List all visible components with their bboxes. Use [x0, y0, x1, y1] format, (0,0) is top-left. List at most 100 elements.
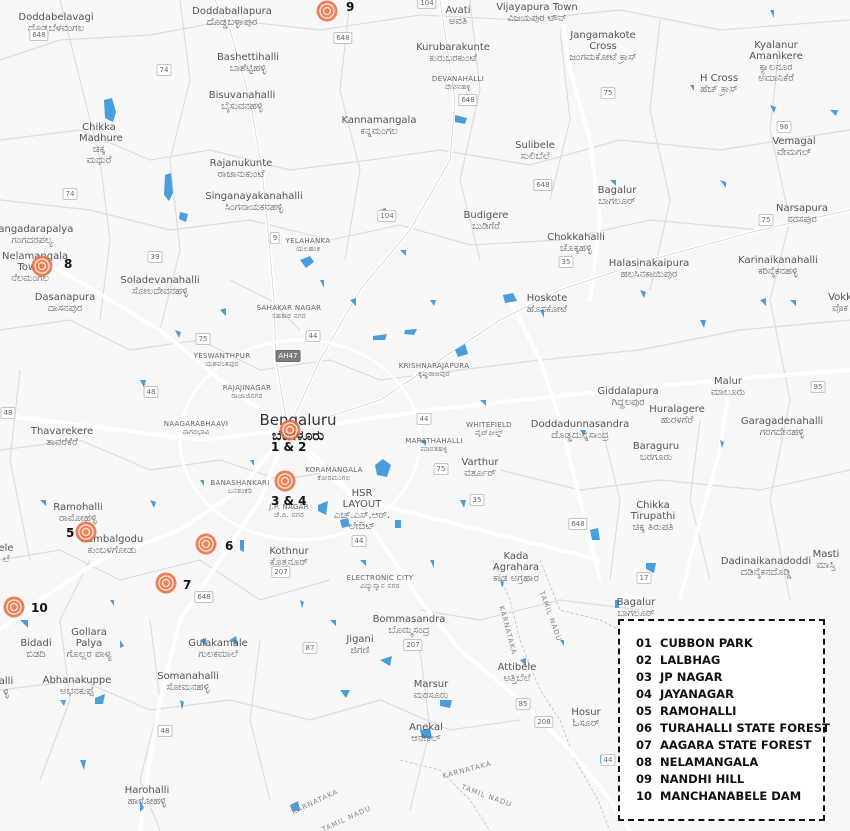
place-name: J.P. NAGAR — [269, 503, 309, 511]
road-shield: 96 — [776, 121, 792, 133]
place-name-kannada: ದೊಡ್ಡಬಳ್ಳಾಪುರ — [206, 17, 258, 28]
place-name: Budigere — [463, 210, 509, 221]
place-name-kannada: ವೇಮಗಲ್ — [776, 147, 812, 158]
target-marker-icon[interactable] — [75, 521, 97, 543]
place-name: BANASHANKARI — [210, 479, 270, 487]
place-name: Halasinakaipura — [608, 258, 690, 269]
place-name-kannada: ನೆಲಮಂಗಲ — [11, 273, 49, 284]
place-name-kannada: ಬರಗೂರು — [639, 452, 673, 463]
place-name-kannada: ಸಹಕಾರ ನಗರ — [272, 312, 306, 320]
place-name-kannada: ಬಿಡದಿ — [26, 649, 46, 660]
legend-item-number: 03 — [636, 670, 653, 684]
place-name-kannada: ಯಶವಂತಪುರ — [205, 360, 239, 368]
place-name-kannada: ವಿಜಯಪುರ ಟೌನ್ — [507, 13, 567, 24]
place-name-kannada: ಮಾರತಹಳ್ಳಿ — [420, 445, 448, 453]
place-name-kannada: ಜೆ.ಪಿ. ನಗರ — [274, 511, 304, 519]
place-name-kannada: ದೊಡ್ಡದುನ್ನಸಾಂದ್ರ — [551, 430, 609, 441]
place-name-kannada: ಹೊಸಕೋಟೆ — [526, 304, 568, 315]
place-name-kannada: ಎಚ್.ಎಸ್.ಆರ್. ಲೇಔಟ್ — [333, 510, 391, 532]
target-marker-icon[interactable] — [31, 255, 53, 277]
place-name-kannada: ವರ್ತೂರ್ — [464, 468, 496, 479]
target-marker-icon[interactable] — [316, 0, 338, 22]
marker-label: 5 — [66, 526, 75, 540]
place-name: Malur — [714, 376, 742, 387]
place-name: Somanahalli — [157, 671, 219, 682]
target-marker-icon[interactable] — [155, 572, 177, 594]
place-name: Bisuvanahalli — [208, 90, 276, 101]
place-name-kannada: ಬಾಗಲೂರ್ — [598, 196, 636, 207]
place-name: WHITEFIELD — [466, 421, 512, 429]
place-name: Avati — [445, 5, 471, 16]
legend-item-number: 04 — [636, 687, 653, 701]
road-shield: 44 — [416, 413, 432, 425]
place-name: Varthur — [461, 457, 499, 468]
place-name: Hoskote — [526, 293, 568, 304]
road-shield: 648 — [533, 179, 553, 191]
legend-item-number: 02 — [636, 653, 653, 667]
target-marker-icon[interactable] — [274, 470, 296, 492]
legend-item-number: 01 — [636, 636, 653, 650]
place-name-kannada: ರಾಮೋಹಳ್ಳಿ — [59, 513, 97, 524]
place-name-kannada: ಮರಸೂರು — [413, 690, 449, 701]
place-name-kannada: ಸುಲಿಬೆಲೆ — [520, 151, 550, 162]
place-name-kannada: ಹುರಳಗೆರೆ — [660, 415, 694, 426]
place-name: Gangadarapalya — [0, 224, 74, 235]
place-name-kannada: ಕರಿನೈಕನಹಳ್ಳಿ — [758, 266, 798, 277]
place-name: Kyalanur Amanikere — [749, 40, 803, 62]
place-name-kannada: ಹಲಸಿನಕಾಯಿಪುರ — [620, 269, 678, 280]
place-name: NAAGARABHAAVI — [163, 420, 229, 428]
marker-label: 1 & 2 — [271, 440, 307, 454]
place-name: DEVANAHALLI — [431, 75, 485, 83]
legend-item-name: NANDHI HILL — [660, 772, 745, 786]
target-marker-icon[interactable] — [3, 596, 25, 618]
place-name-kannada: ಹೆಚ್ ಕ್ರಾಸ್ — [700, 84, 738, 95]
place-name-kannada: ಚಿಕ್ಕ ತಿರುಪತಿ — [632, 522, 674, 533]
road-shield: 104 — [377, 210, 397, 222]
legend-item-name: NELAMANGALA — [660, 755, 759, 769]
road-shield: 17 — [636, 572, 652, 584]
place-name-kannada: ಗಿದ್ದಲಪುರ — [611, 397, 645, 408]
legend-item-number: 07 — [636, 738, 653, 752]
target-marker-icon[interactable] — [279, 419, 301, 441]
place-name: Bagalur — [597, 185, 637, 196]
place-name-kannada: ನಾಗರಭಾವಿ — [182, 428, 210, 436]
place-name: YESWANTHPUR — [193, 352, 251, 360]
place-name-kannada: ಜಿಗಣಿ — [350, 645, 370, 656]
target-marker-icon[interactable] — [195, 533, 217, 555]
place-name: Doddabelavagi — [18, 12, 94, 23]
place-name: Bommasandra — [372, 614, 446, 625]
place-name-kannada: ಅತ್ತಿಬೆಲೆ — [503, 673, 531, 684]
place-name-kannada: ಸೋಮನಹಳ್ಳಿ — [166, 682, 210, 693]
place-name-kannada: ಅಭನಕುಪ್ಪೆ — [59, 686, 95, 697]
place-name-kannada: ಕೋರಮಂಗಲ — [317, 474, 351, 482]
